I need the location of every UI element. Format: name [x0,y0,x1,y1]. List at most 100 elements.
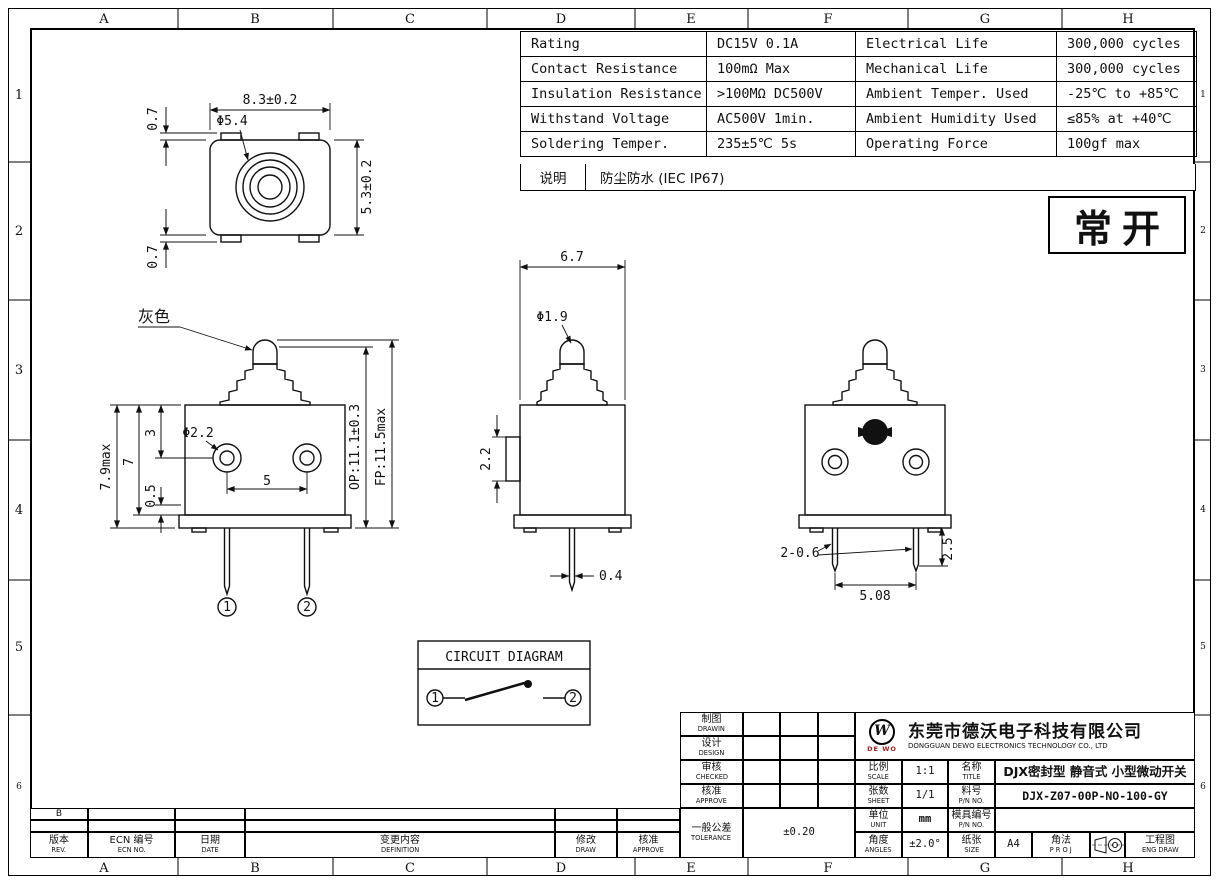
label-cn: 纸张 [961,835,982,847]
unit-label: 单位 UNIT [855,808,902,832]
approval-cell [780,760,818,784]
dim-label: 0.7 [146,107,161,130]
row-label: 2 [1200,226,1206,236]
label-cn: ECN 编号 [109,835,154,847]
spec-cell: Rating [520,31,707,57]
spec-cell: >100MΩ DC500V [706,81,856,107]
label-cn: 日期 [200,835,220,847]
col-label: G [980,861,990,876]
title-label: 名称 TITLE [948,760,995,784]
label-en: TITLE [962,772,981,781]
label-en: REV. [51,845,67,854]
circuit-terminal-number: 2 [569,691,577,706]
label-cn: 一般公差 [691,823,732,835]
row-label: 6 [1200,782,1206,792]
dim-label: 2-0.6 [780,546,819,561]
label-cn: 核准 [638,835,659,847]
col-label: G [980,12,990,27]
label-cn: 审核 [701,762,722,774]
dim-label: Φ1.9 [536,310,567,325]
part-no-label: 料号 P/N NO. [948,784,995,808]
revision-empty-cell [617,820,680,832]
col-label: C [405,12,415,27]
label-cn: 工程图 [1145,835,1175,847]
revision-header-definition: 变更内容 DEFINITION [245,832,555,858]
col-label: D [556,861,566,876]
row-label: 4 [1200,505,1206,515]
approval-cell [743,760,780,784]
back-view-outline [798,339,952,574]
spec-row: Contact Resistance 100mΩ Max Mechanical … [520,56,1197,82]
frame-ticks [8,8,1211,876]
approval-cell [743,736,780,760]
approval-cell [818,784,855,808]
dim-label: 6.7 [560,250,583,265]
revision-empty-cell [88,820,175,832]
row-label: 5 [1200,642,1206,652]
side-view-dimensions: 6.7 Φ1.9 2.2 0.4 [479,250,626,584]
dim-label: 0.7 [146,245,161,268]
dim-label: 3 [144,429,159,437]
label-en: ENG DRAW [1141,845,1179,854]
label-en: DEFINITION [380,845,420,854]
sheet-label: 张数 SHEET [855,784,902,808]
col-label: H [1122,861,1133,876]
spec-cell: Contact Resistance [520,56,707,82]
row-label: 4 [15,503,23,518]
col-label: F [823,861,832,876]
dim-label: 7 [122,458,137,466]
revision-empty-cell [88,808,175,820]
col-label: D [556,12,566,27]
frame-labels: A B C D E F G H A B C D E F G H 1 2 3 4 … [15,12,1206,876]
color-callout: 灰色 [138,307,170,326]
circuit-diagram: CIRCUIT DIAGRAM 1 2 [417,640,591,726]
terminal-number: 2 [303,600,311,615]
revision-empty-cell [245,820,555,832]
spec-cell: 300,000 cycles [1056,31,1197,57]
dim-label: 0.5 [144,484,159,507]
angles-label: 角度 ANGLES [855,832,902,858]
col-label: A [98,12,109,27]
spec-cell: -25℃ to +85℃ [1056,81,1197,107]
projection-label: 角法 P R O J [1032,832,1090,858]
front-view-terminal-numbers: 1 2 [217,597,317,617]
revision-empty-cell [617,808,680,820]
approval-cell [818,736,855,760]
label-cn: 名称 [961,762,982,774]
side-view-outline [505,339,632,593]
label-en: APPROVE [695,796,728,805]
approval-cell [818,760,855,784]
spec-row: Soldering Temper. 235±5℃ 5s Operating Fo… [520,131,1197,157]
label-en: APPROVE [632,845,665,854]
spec-cell: Insulation Resistance [520,81,707,107]
label-en: CHECKED [695,772,728,781]
spec-cell: 100gf max [1056,131,1197,157]
switch-arm [464,680,529,702]
col-label: E [686,12,696,27]
outer-border [8,8,1211,876]
projection-symbol-cell [1090,832,1125,858]
row-label: 5 [15,640,23,655]
spec-cell: Mechanical Life [855,56,1057,82]
label-cn: 比例 [868,762,889,774]
spec-cell: ≤85% at +40℃ [1056,106,1197,132]
revision-empty-cell [555,820,617,832]
company-name-cn: 东莞市德沃电子科技有限公司 [908,721,1142,742]
scale-label: 比例 SCALE [855,760,902,784]
approval-label-checked: 审核 CHECKED [680,760,743,784]
col-label: C [405,861,415,876]
col-label: H [1122,12,1133,27]
projection-symbol-icon [1091,836,1124,854]
logo-letter: W [867,425,882,441]
revision-letter-cell: B [30,808,88,820]
spec-note-row: 说明 防尘防水 (IEC IP67) [520,164,1196,191]
switch-contact-dot [524,680,532,688]
label-cn: 版本 [49,835,69,847]
row-label: 3 [1200,365,1206,375]
label-en: TOLERANCE [691,833,732,842]
label-en: DRAW [575,845,597,854]
circuit-terminal-number: 1 [431,691,439,706]
dewo-logo-mark-icon: W [869,718,895,745]
top-view: 8.3±0.2 Φ5.4 5.3±0.2 0.7 0.7 [146,93,375,269]
